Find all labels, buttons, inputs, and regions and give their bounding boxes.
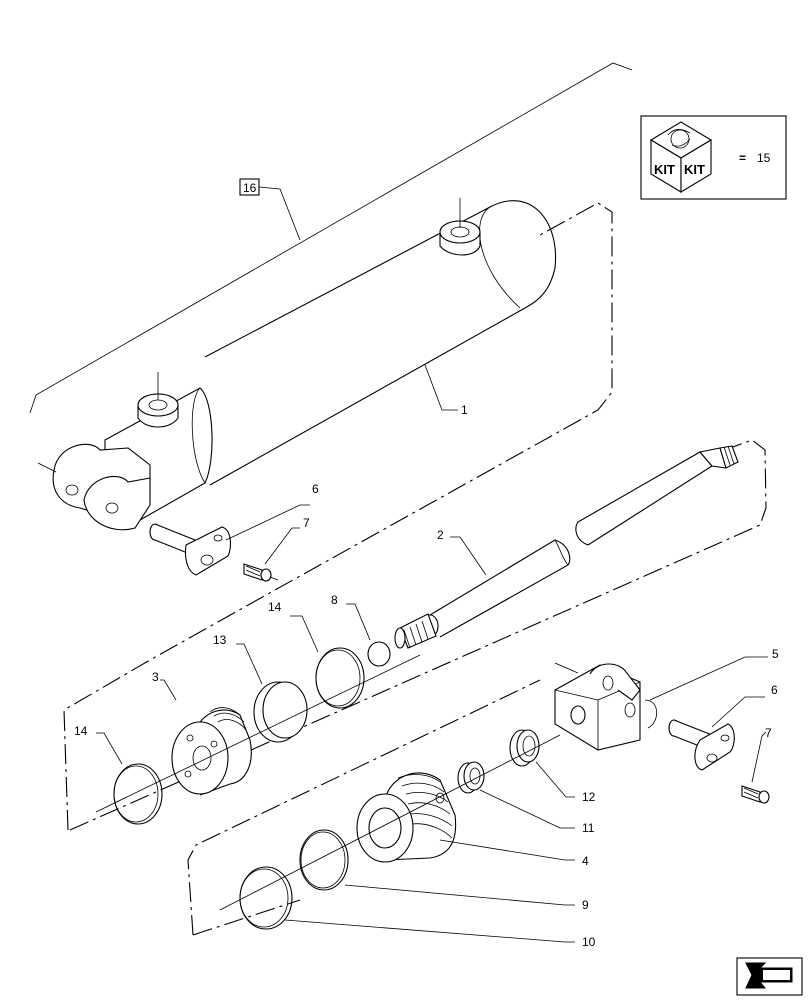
piston-3: 3 — [152, 670, 252, 796]
clevis-pin-upper: 6 — [149, 482, 319, 576]
set-screw-upper: 7 — [243, 516, 310, 582]
piston-rod: 2 — [394, 445, 739, 649]
callout-1: 1 — [461, 403, 468, 417]
callout-4: 4 — [582, 854, 589, 868]
wiper-seal-12: 12 — [509, 729, 596, 804]
clevis-pin-lower: 6 — [668, 683, 778, 771]
wear-ring-13: 13 — [213, 633, 308, 743]
callout-5: 5 — [772, 647, 779, 661]
rod-end-clevis-5: 5 — [554, 647, 779, 751]
backup-ring-14-lower: 14 — [74, 724, 163, 825]
kit-box-icon: KIT KIT — [649, 121, 713, 193]
callout-12: 12 — [582, 790, 596, 804]
callout-14-lower: 14 — [74, 724, 88, 738]
cylinder-barrel: 1 — [37, 198, 557, 531]
gland-4: 4 — [356, 772, 589, 868]
callout-14-upper: 14 — [268, 600, 282, 614]
callout-9: 9 — [582, 898, 589, 912]
callout-3: 3 — [152, 670, 159, 684]
dashed-group-outline-upper — [63, 202, 613, 831]
callout-6-lower: 6 — [771, 683, 778, 697]
kit-equals-sign: = — [739, 151, 746, 165]
backup-ring-14-upper: 14 — [268, 600, 365, 709]
backup-ring-10: 10 — [239, 866, 596, 949]
assembly-bracket-16: 16 — [29, 62, 633, 414]
dashed-group-outline-lower — [187, 679, 541, 936]
kit-face-right-label: KIT — [684, 162, 705, 177]
rod-seal-11: 11 — [457, 761, 595, 835]
callout-6-upper: 6 — [312, 482, 319, 496]
callout-13: 13 — [213, 633, 227, 647]
dashed-group-outline-rod — [69, 439, 767, 831]
callout-2: 2 — [437, 528, 444, 542]
kit-legend: KIT KIT = 15 — [640, 115, 787, 200]
callout-11: 11 — [582, 821, 595, 835]
kit-number: 15 — [757, 151, 771, 165]
callout-7-upper: 7 — [303, 516, 310, 530]
kit-face-left-label: KIT — [654, 162, 675, 177]
next-page-arrow-icon[interactable] — [736, 957, 803, 996]
axis-lines — [95, 654, 561, 911]
callout-10: 10 — [582, 935, 596, 949]
o-ring-9: 9 — [299, 829, 589, 912]
set-screw-lower: 7 — [741, 726, 772, 804]
callout-16: 16 — [243, 181, 257, 195]
o-ring-8: 8 — [331, 593, 391, 667]
callout-8: 8 — [331, 593, 338, 607]
callout-7-lower: 7 — [765, 726, 772, 740]
